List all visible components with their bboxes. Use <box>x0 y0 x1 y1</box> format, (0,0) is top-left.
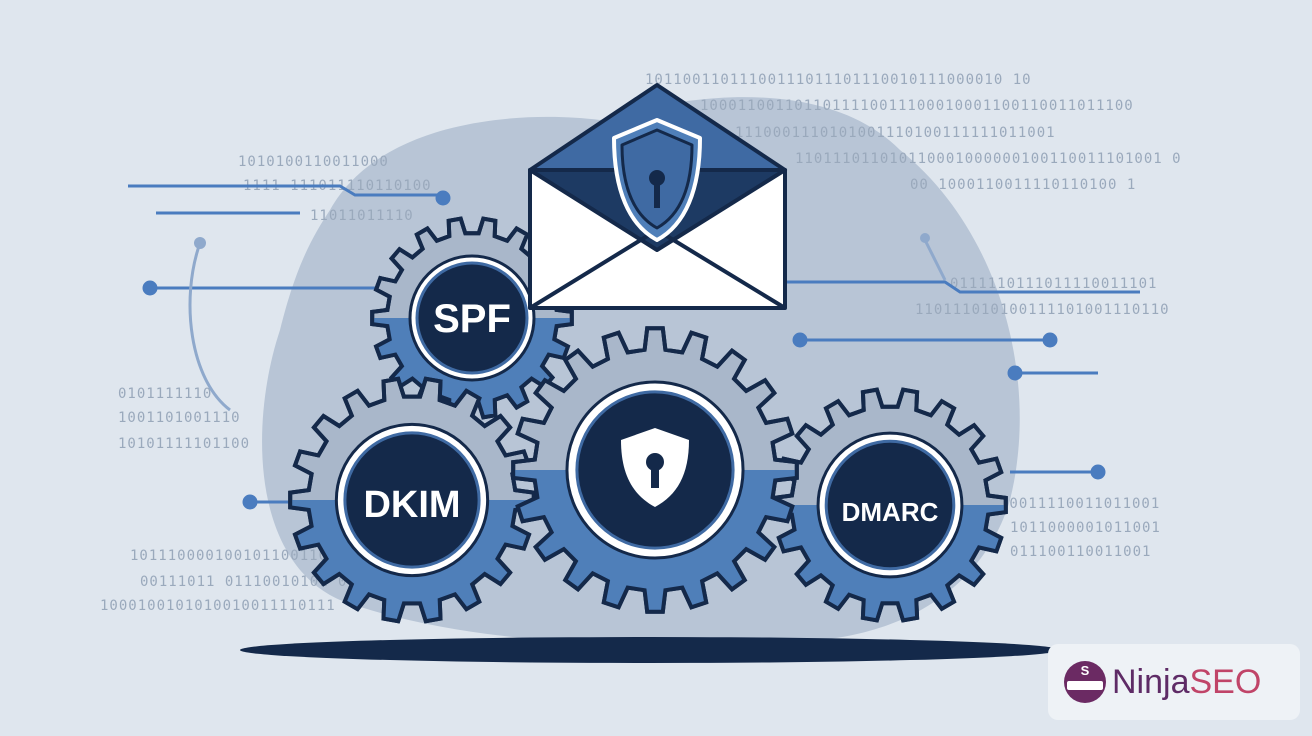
binary-string: 0111110111011110011101 <box>950 276 1157 292</box>
binary-string: 10101111101100 <box>118 436 250 452</box>
binary-string: 1001101001110 <box>118 410 241 426</box>
binary-string: 0101111110. <box>118 386 222 402</box>
gear-dmarc: DMARC <box>772 387 1008 623</box>
binary-string: 1011100001001011001100 <box>130 548 337 564</box>
ground-shadow <box>240 637 1060 663</box>
binary-string: 11011011110 <box>310 208 414 224</box>
shield-keyhole-icon <box>621 428 689 507</box>
gear-label: DKIM <box>363 484 460 526</box>
binary-string: 1000100101010010011110111 <box>100 598 336 614</box>
ninja-logo-icon: S <box>1064 661 1106 703</box>
binary-string: 10011110011011001 <box>1000 496 1160 512</box>
binary-string: 10110011011100111011101110010111000010 1… <box>645 72 1032 88</box>
gear-label: DMARC <box>842 497 939 527</box>
binary-string: 1000110011011011110011100010001100110011… <box>700 98 1134 114</box>
envelope-shield-icon <box>528 83 787 310</box>
binary-string: 110111011010110001000000100110011101001 … <box>795 151 1182 167</box>
binary-code-text: 10110011011100111011101110010111000010 1… <box>100 72 1182 614</box>
binary-string: 00111011 01110010101 001 <box>140 574 366 590</box>
gear-label: SPF <box>433 297 511 341</box>
binary-string: 011100110011001 <box>1010 544 1151 560</box>
binary-string: 00 1000110011110110100 1 <box>910 177 1136 193</box>
binary-string: 1110001110101001110100111111011001 <box>735 125 1056 141</box>
logo-text: NinjaSEO <box>1112 662 1262 701</box>
binary-string: 1011000001011001 <box>1010 520 1161 536</box>
circuit-lines <box>128 184 1140 510</box>
binary-string: 1010100110011000 <box>238 154 389 170</box>
binary-string: 110111010100111101001110110 <box>915 302 1170 318</box>
gear-dkim: DKIM <box>288 376 536 624</box>
gear-spf: SPF <box>370 216 574 420</box>
gear-shield <box>511 326 799 614</box>
ninjaseo-logo: S NinjaSEO <box>1048 644 1300 720</box>
